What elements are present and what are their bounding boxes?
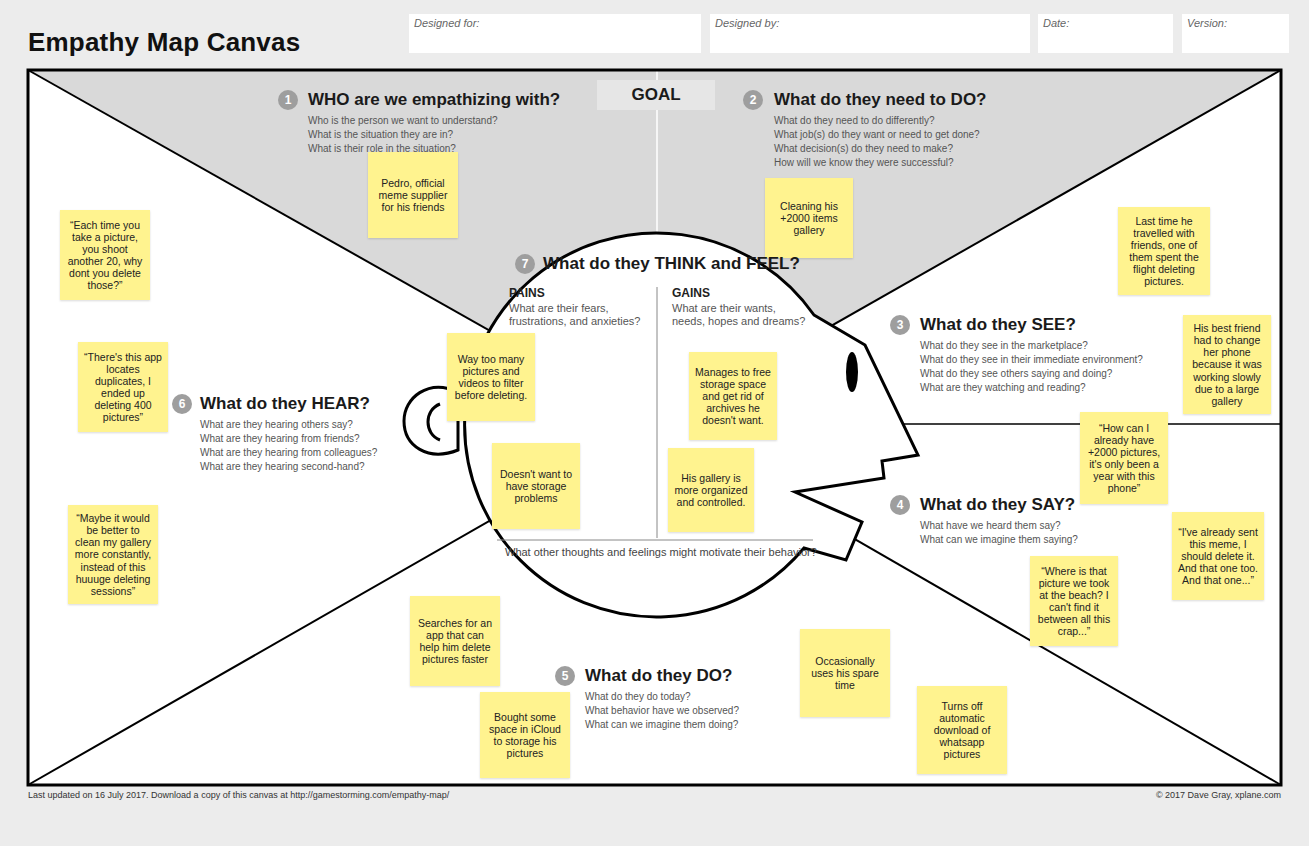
note-text: Cleaning his +2000 items gallery <box>771 200 847 236</box>
note-text: Way too many pictures and videos to filt… <box>453 353 529 401</box>
footer-note: © 2017 Dave Gray, xplane.com <box>1156 790 1281 800</box>
note-text: His best friend had to change her phone … <box>1189 322 1265 406</box>
question-text: What are their fears, frustrations, and … <box>509 302 644 328</box>
callout-number: 1 <box>278 90 298 110</box>
section-box: What do they SAY? What have we heard them… <box>912 489 1112 551</box>
question-text: What is the situation they are in? <box>308 128 453 141</box>
section-heading: PAINS <box>509 286 545 300</box>
note-text: “There's this app locates duplicates, I … <box>84 351 162 423</box>
field-label: Version: <box>1187 17 1227 29</box>
section-box: What do they need to DO? What do they nee… <box>766 84 1026 174</box>
question-text: What do they see in their immediate envi… <box>920 353 1143 366</box>
sticky-note: Manages to free storage space and get ri… <box>689 352 777 440</box>
question-text: What are they watching and reading? <box>920 381 1086 394</box>
header-field: Date: <box>1038 14 1173 53</box>
sticky-note: “There's this app locates duplicates, I … <box>78 342 168 432</box>
note-text: “I've already sent this meme, I should d… <box>1178 526 1258 586</box>
section-heading: What do they DO? <box>585 666 732 686</box>
section-heading: What do they SEE? <box>920 315 1076 335</box>
callout-number: 2 <box>743 90 763 110</box>
question-text: What other thoughts and feelings might m… <box>505 546 817 559</box>
sticky-note: Turns off automatic download of whatsapp… <box>917 686 1007 774</box>
note-text: Turns off automatic download of whatsapp… <box>923 700 1001 760</box>
section-heading: What do they HEAR? <box>200 394 370 414</box>
callout-number: 6 <box>172 394 192 414</box>
footer-note: Last updated on 16 July 2017. Download a… <box>28 790 449 800</box>
note-text: Searches for an app that can help him de… <box>416 617 494 665</box>
section-box: WHO are we empathizing with? Who is the p… <box>300 84 590 160</box>
question-text: What are they hearing second-hand? <box>200 460 365 473</box>
section-heading: What do they SAY? <box>920 495 1075 515</box>
note-text: “Maybe it would be better to clean my ga… <box>74 512 152 596</box>
canvas-title: Empathy Map Canvas <box>28 27 300 58</box>
question-text: Who is the person we want to understand? <box>308 114 498 127</box>
question-text: What can we imagine them doing? <box>585 718 738 731</box>
question-text: What behavior have we observed? <box>585 704 739 717</box>
section-heading: What do they need to DO? <box>774 90 987 110</box>
field-label: Designed for: <box>414 17 479 29</box>
callout-number: 7 <box>515 254 535 274</box>
field-label: Designed by: <box>715 17 779 29</box>
sticky-note: His best friend had to change her phone … <box>1183 315 1271 414</box>
note-text: Doesn't want to have storage problems <box>498 468 574 504</box>
question-text: What are they hearing others say? <box>200 418 353 431</box>
sticky-note: Occasionally uses his spare time <box>800 629 890 717</box>
note-text: Bought some space in iCloud to storage h… <box>486 711 564 759</box>
sticky-note: Searches for an app that can help him de… <box>410 596 500 686</box>
section-box: What do they HEAR? What are they hearing … <box>192 388 402 477</box>
section-box: What do they THINK and FEEL? What other t… <box>440 230 860 625</box>
section-box: GAINS What are their wants, needs, hopes … <box>660 282 850 538</box>
header-field: Designed for: <box>409 14 701 53</box>
sticky-note: “How can I already have +2000 pictures, … <box>1080 412 1168 504</box>
section-box: What do they DO?What do they do today?Wh… <box>577 660 777 738</box>
section-box: What do they SEE? What do they see in the… <box>912 309 1167 399</box>
sticky-note: “I've already sent this meme, I should d… <box>1172 512 1264 600</box>
callout-number: 4 <box>890 495 910 515</box>
question-text: What do they see others saying and doing… <box>920 367 1112 380</box>
note-text: Last time he travelled with friends, one… <box>1124 215 1204 287</box>
question-text: What decision(s) do they need to make? <box>774 142 953 155</box>
sticky-note: “Where is that picture we took at the be… <box>1030 556 1118 646</box>
question-text: How will we know they were successful? <box>774 156 954 169</box>
callout-number: 5 <box>555 666 575 686</box>
question-text: What are their wants, needs, hopes and d… <box>672 302 807 328</box>
question-text: What are they hearing from friends? <box>200 432 360 445</box>
question-text: What do they need to do differently? <box>774 114 934 127</box>
section-heading: WHO are we empathizing with? <box>308 90 560 110</box>
sticky-note: Doesn't want to have storage problems <box>492 443 580 529</box>
note-text: “Each time you take a picture, you shoot… <box>66 219 144 291</box>
header-field: Version: <box>1182 14 1289 53</box>
question-text: What do they see in the marketplace? <box>920 339 1088 352</box>
question-text: What have we heard them say? <box>920 519 1061 532</box>
sticky-note: Way too many pictures and videos to filt… <box>447 333 535 421</box>
note-text: His gallery is more organized and contro… <box>674 472 748 508</box>
section-box: PAINS What are their fears, frustrations,… <box>445 282 655 538</box>
field-label: Date: <box>1043 17 1069 29</box>
question-text: What can we imagine them saying? <box>920 533 1078 546</box>
note-text: Occasionally uses his spare time <box>806 655 884 691</box>
note-text: “Where is that picture we took at the be… <box>1036 565 1112 637</box>
goal-label: GOAL <box>597 80 715 110</box>
callout-number: 3 <box>890 315 910 335</box>
note-text: “How can I already have +2000 pictures, … <box>1086 422 1162 494</box>
sticky-note: Cleaning his +2000 items gallery <box>765 178 853 258</box>
header-field: Designed by: <box>710 14 1030 53</box>
sticky-note: Pedro, official meme supplier for his fr… <box>368 152 458 238</box>
sticky-note: “Maybe it would be better to clean my ga… <box>68 505 158 604</box>
section-heading: What do they THINK and FEEL? <box>543 254 800 274</box>
section-heading: GAINS <box>672 286 710 300</box>
question-text: What are they hearing from colleagues? <box>200 446 377 459</box>
note-text: Pedro, official meme supplier for his fr… <box>374 177 452 213</box>
sticky-note: His gallery is more organized and contro… <box>668 448 754 532</box>
question-text: What job(s) do they want or need to get … <box>774 128 980 141</box>
sticky-note: Bought some space in iCloud to storage h… <box>480 692 570 778</box>
sticky-note: Last time he travelled with friends, one… <box>1118 207 1210 295</box>
note-text: Manages to free storage space and get ri… <box>695 366 771 426</box>
sticky-note: “Each time you take a picture, you shoot… <box>60 210 150 300</box>
question-text: What do they do today? <box>585 690 691 703</box>
